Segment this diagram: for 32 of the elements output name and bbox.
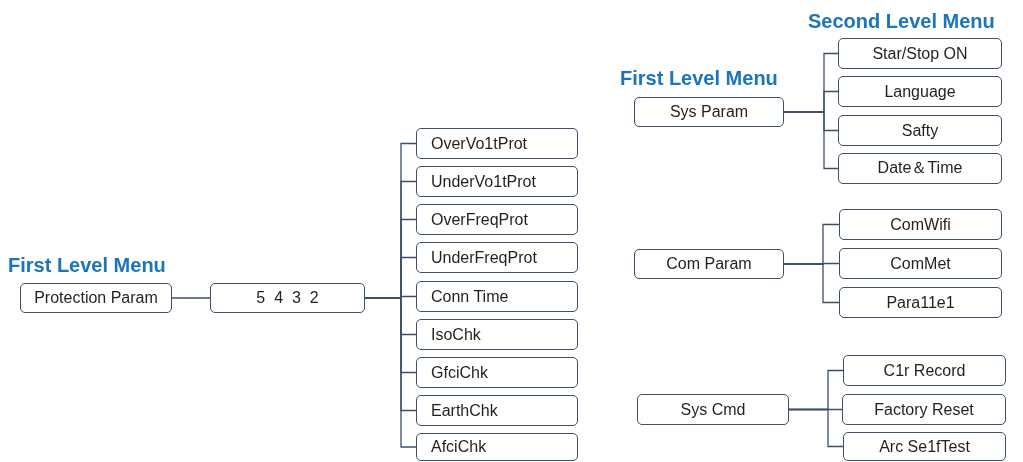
connector-line: [783, 111, 839, 170]
menu-item-box: Conn Time: [416, 281, 578, 312]
menu-level-heading: First Level Menu: [620, 67, 778, 90]
connector-line: [783, 263, 840, 304]
menu-item-box: Star/Stop ON: [838, 38, 1002, 69]
menu-item-box: Protection Param: [20, 283, 172, 313]
menu-item-box: Arc Se1fTest: [843, 432, 1006, 461]
menu-item-box: OverFreqProt: [416, 204, 578, 235]
connector-line: [364, 297, 417, 448]
menu-level-heading: Second Level Menu: [808, 10, 995, 33]
menu-item-box: ComMet: [839, 248, 1002, 279]
connector-line: [788, 408, 844, 448]
menu-item-box: GfciChk: [416, 357, 578, 388]
menu-item-box: Para11e1: [839, 287, 1002, 318]
menu-item-box: Sys Param: [634, 97, 784, 127]
menu-item-box: C1r Record: [843, 355, 1006, 386]
menu-item-box: Date＆Time: [838, 153, 1002, 184]
menu-item-box: AfciChk: [416, 433, 578, 461]
menu-item-box: Factory Reset: [842, 394, 1006, 425]
menu-item-box: Language: [838, 76, 1002, 107]
connector-line: [171, 297, 211, 299]
menu-item-box: 5 4 3 2: [210, 283, 365, 313]
menu-item-box: Sys Cmd: [637, 394, 789, 425]
menu-item-box: OverVo1tProt: [416, 128, 578, 159]
menu-item-box: ComWifi: [839, 209, 1002, 240]
menu-item-box: Safty: [838, 115, 1002, 146]
menu-level-heading: First Level Menu: [8, 254, 166, 277]
menu-item-box: EarthChk: [416, 395, 578, 426]
menu-item-box: UnderVo1tProt: [416, 166, 578, 197]
menu-item-box: Com Param: [634, 249, 784, 279]
menu-item-box: UnderFreqProt: [416, 242, 578, 273]
menu-item-box: IsoChk: [416, 319, 578, 350]
